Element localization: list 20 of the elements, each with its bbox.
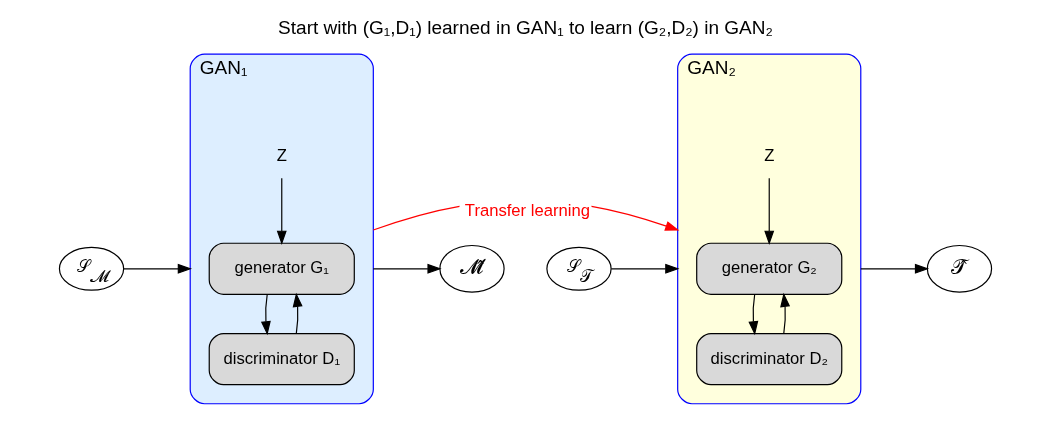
node-ellipse: 𝒯̂	[926, 244, 992, 293]
arrow	[747, 293, 758, 335]
node-text: Z	[276, 145, 287, 165]
node-text: Z	[763, 145, 774, 165]
node-box: discriminator D₁	[208, 332, 355, 385]
diagram-title: Start with (G₁,D₁) learned in GAN₁ to learn (G₂,D₂) in GAN₂	[277, 16, 773, 38]
arrow	[276, 177, 287, 245]
node-box: generator G₂	[695, 242, 842, 295]
arrow	[292, 292, 303, 334]
node-box: discriminator D₂	[695, 332, 842, 385]
arrow	[763, 177, 774, 245]
node-ellipse: 𝓜̂	[438, 244, 505, 293]
arrow	[610, 263, 679, 274]
node-box: generator G₁	[208, 242, 355, 295]
arrow	[859, 263, 929, 274]
arrow	[260, 293, 271, 335]
arrow	[372, 263, 442, 274]
arrow	[122, 263, 192, 274]
arrow	[779, 292, 790, 334]
edge-label: Transfer learning	[464, 200, 590, 220]
